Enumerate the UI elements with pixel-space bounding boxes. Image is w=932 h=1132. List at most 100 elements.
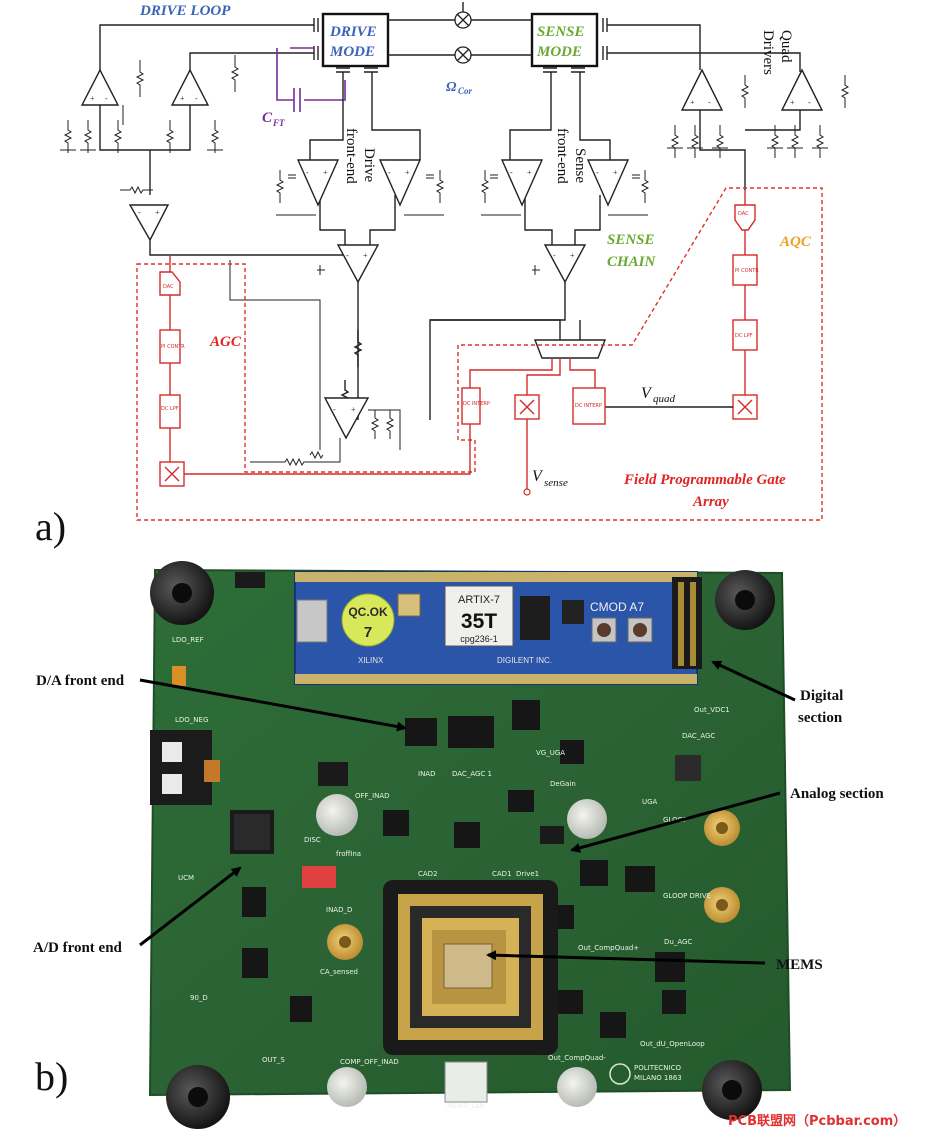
mux <box>430 319 607 359</box>
silk-ldo-ref: LDO_REF <box>172 636 204 644</box>
svg-text:+: + <box>570 251 575 260</box>
vsense-label: V <box>532 468 544 485</box>
silk-out-compquad-plus: Out_CompQuad+ <box>578 944 639 952</box>
mems-lab-sticker <box>444 1061 488 1103</box>
sense-fe-opamp-2: -+ <box>586 159 630 207</box>
quad-opamp-1: +- <box>680 68 724 111</box>
ic-components <box>230 700 701 1038</box>
test-pad-4 <box>557 1067 597 1107</box>
pcb-photo-panel: QC.OK 7 ARTIX-7 35T cpg236-1 CMOD A7 DIG… <box>0 555 932 1132</box>
demod-section: DC INTERP DC INTERP <box>461 358 606 496</box>
svg-text:-: - <box>346 251 349 260</box>
silk-gloop-drive: GLOOP DRIVE <box>663 892 711 900</box>
svg-text:+: + <box>90 94 95 103</box>
aqc-chain: DAC PI CONTR DC LPF <box>605 190 759 420</box>
svg-text:+: + <box>613 168 618 177</box>
silk-froffina: froffIna <box>336 850 361 858</box>
qc-sticker-line-1: QC.OK <box>348 605 388 619</box>
svg-text:-: - <box>195 94 198 103</box>
qc-sticker <box>341 593 395 647</box>
silk-disc: DISC <box>304 836 321 844</box>
svg-text:-: - <box>808 98 811 107</box>
panel-a-label: a) <box>35 504 66 549</box>
sense-mode-block <box>530 12 599 68</box>
coriolis-multipliers <box>388 2 532 64</box>
svg-text:+: + <box>155 208 160 217</box>
mems-label: MEMS <box>776 957 823 973</box>
silk-out-compquad-minus: Out_CompQuad- <box>548 1054 606 1062</box>
drive-mode-block <box>321 12 390 68</box>
watermark: PCB联盟网（Pcbbar.com） <box>728 1113 906 1129</box>
silk-du-agc: Du_AGC <box>664 938 692 946</box>
drive-fe-opamp-2: -+ <box>378 159 422 207</box>
sma-connectors <box>327 810 740 960</box>
silk-ca-sensed: CA_sensed <box>320 968 358 976</box>
side-connector <box>150 730 220 805</box>
svg-text:-: - <box>510 168 513 177</box>
svg-text:+: + <box>790 98 795 107</box>
silk-out-vdc1: Out_VDC1 <box>694 706 730 714</box>
fpga-label-1: Field Programmable Gate <box>623 472 786 488</box>
svg-text:+: + <box>351 405 356 414</box>
test-pad-1 <box>316 794 358 836</box>
schematic-panel: DRIVE LOOP DRIVE MODE SENSE MODE Ω Cor <box>35 2 850 549</box>
silk-inad-d: INAD_D <box>326 906 352 914</box>
silk-degain: DeGain <box>550 780 576 788</box>
agc-dac-label: DAC <box>163 284 174 290</box>
svg-text:-: - <box>333 405 336 414</box>
da-front-end-label: D/A front end <box>36 673 125 689</box>
drive-fe-opamp-1: -+ <box>296 159 340 207</box>
drive-diff-amp: -+ <box>336 244 380 284</box>
sense-diff-amp: -+ <box>543 244 587 284</box>
svg-text:-: - <box>105 94 108 103</box>
mems-socket <box>383 880 558 1055</box>
sense-mode-label-2: MODE <box>536 44 582 60</box>
omega-cor-label: Ω <box>446 80 457 95</box>
fpga-label-2: Array <box>692 494 729 510</box>
aqc-dac-label: DAC <box>738 211 749 217</box>
drive-loop-label: DRIVE LOOP <box>139 3 231 19</box>
silk-politecnico: POLITECNICO <box>634 1064 681 1072</box>
module-brand: XILINX <box>358 656 384 665</box>
svg-text:+: + <box>527 168 532 177</box>
drive-opamp-2: +- <box>170 68 210 106</box>
quad-resistors <box>667 75 850 158</box>
agc-lpf-label: DC LPF <box>161 406 179 412</box>
sense-mode-label-1: SENSE <box>537 24 585 40</box>
quad-drivers-label-1: Quad <box>778 30 794 63</box>
sense-fe-passives <box>480 170 650 275</box>
cft-capacitor <box>276 47 346 112</box>
svg-text:+: + <box>690 98 695 107</box>
svg-text:+: + <box>363 251 368 260</box>
omega-cor-sub: Cor <box>458 86 473 96</box>
test-pad-3 <box>327 1067 367 1107</box>
aqc-lpf-label: DC LPF <box>735 333 753 339</box>
drive-buffer-passives <box>229 260 401 467</box>
quad-opamp-2: +- <box>780 68 824 111</box>
artix-chip <box>444 585 514 647</box>
silk-dac-agc: DAC_AGC <box>682 732 715 740</box>
drive-frontend-label-2: front-end <box>343 128 359 184</box>
quad-drivers-label-2: Drivers <box>760 30 776 75</box>
svg-text:-: - <box>553 251 556 260</box>
agc-label: AGC <box>209 334 242 350</box>
silk-vg-uga: VG_UGA <box>536 749 565 757</box>
silk-comp-off-inad: COMP_OFF_INAD <box>340 1058 399 1066</box>
drive-resistors <box>60 55 240 195</box>
vquad-sub: quad <box>653 393 676 405</box>
silk-drive1: Drive1 <box>516 870 539 878</box>
silk-inad: INAD <box>418 770 435 778</box>
sense-chain-label-1: SENSE <box>607 232 655 248</box>
sense-fe-opamp-1: -+ <box>500 159 544 207</box>
svg-text:-: - <box>596 168 599 177</box>
silk-cad2: CAD2 <box>418 870 438 878</box>
drive-opamp-1: +- <box>80 68 120 106</box>
silk-ucm: UCM <box>178 874 194 882</box>
silk-out-s: OUT_S <box>262 1056 285 1064</box>
vquad-label: V <box>641 385 653 402</box>
sense-frontend-label-2: front-end <box>554 128 570 184</box>
chip-line-2: 35T <box>461 610 497 633</box>
silk-off-inad: OFF_INAD <box>355 792 390 800</box>
usb-connector <box>296 599 328 643</box>
